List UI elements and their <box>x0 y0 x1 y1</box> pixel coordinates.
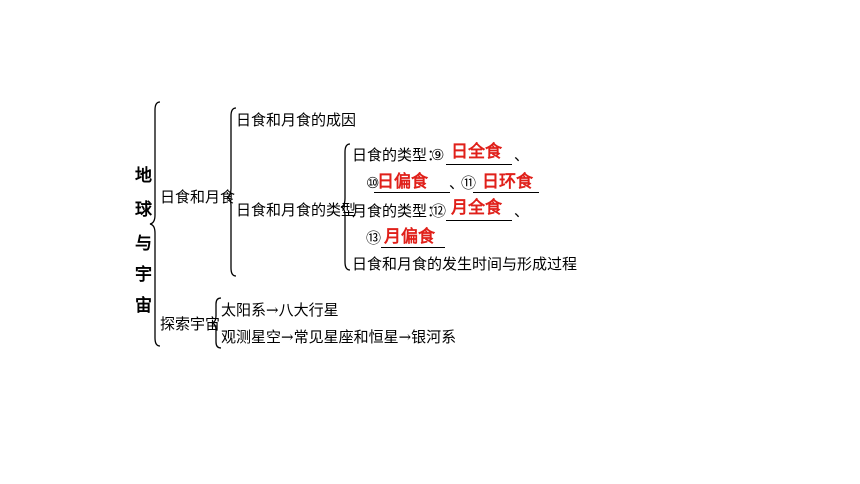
explore-brace <box>211 297 222 349</box>
root-title-char-2: 球 <box>135 200 152 220</box>
blank-9-underline <box>446 164 512 165</box>
separator-2: 、 <box>449 174 465 192</box>
blank-10-underline <box>374 192 450 193</box>
separator-1: 、 <box>514 146 530 164</box>
types-node: 日食和月食的类型 <box>236 201 357 219</box>
answer-12: 月全食 <box>451 198 502 218</box>
answer-13: 月偏食 <box>384 227 435 247</box>
sun-types-label: 日食的类型： <box>352 146 443 164</box>
explore-node: 探索宇宙 <box>160 315 221 333</box>
moon-types-label: 月食的类型： <box>352 202 443 220</box>
marker-12: ⑫ <box>431 202 447 220</box>
blank-13-underline <box>381 247 445 248</box>
explore-line-2: 观测星空→常见星座和恒星→银河系 <box>221 328 457 346</box>
blank-11-underline <box>473 192 539 193</box>
marker-11: ⑪ <box>461 174 477 192</box>
marker-13: ⑬ <box>366 229 382 247</box>
root-title-char-1: 地 <box>135 166 152 186</box>
root-title-char-3: 与 <box>135 234 152 254</box>
root-title-char-4: 宇 <box>135 265 152 285</box>
marker-9: ⑨ <box>431 146 445 164</box>
root-title-char-5: 宙 <box>135 296 152 316</box>
answer-11: 日环食 <box>482 172 533 192</box>
explore-line-1: 太阳系→八大行星 <box>221 301 339 319</box>
root-brace <box>149 101 161 347</box>
eclipse-brace <box>226 107 237 277</box>
timing-node: 日食和月食的发生时间与形成过程 <box>352 255 578 273</box>
blank-12-underline <box>446 220 512 221</box>
separator-3: 、 <box>514 202 530 220</box>
marker-10: ⑩ <box>366 174 380 192</box>
answer-10: 日偏食 <box>377 172 428 192</box>
cause-node: 日食和月食的成因 <box>236 111 357 129</box>
types-brace <box>340 143 351 271</box>
eclipse-node: 日食和月食 <box>160 188 236 206</box>
answer-9: 日全食 <box>451 142 502 162</box>
